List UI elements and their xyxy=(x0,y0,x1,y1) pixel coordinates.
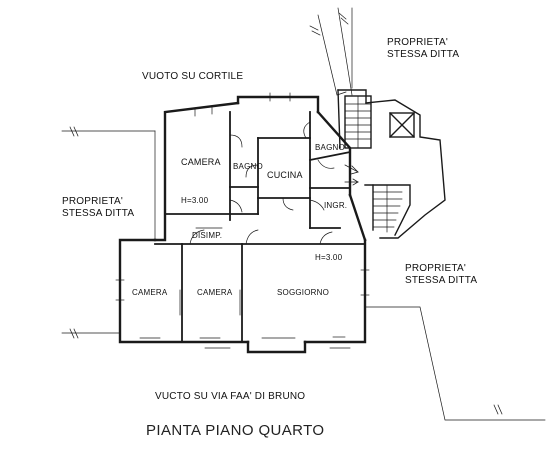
property-label-left: PROPRIETA' STESSA DITTA xyxy=(62,196,134,220)
room-disimpegno: DISIMP. xyxy=(192,231,223,240)
room-bagno: BAGNO xyxy=(315,143,345,152)
plan-title: PIANTA PIANO QUARTO xyxy=(146,422,325,439)
stairwell xyxy=(337,89,446,239)
interior-walls xyxy=(154,111,366,343)
property-label-line: STESSA DITTA xyxy=(387,49,460,60)
courtyard-void-label: VUOTO SU CORTILE xyxy=(142,71,244,82)
room-cucina: CUCINA xyxy=(267,170,303,180)
property-label-line: STESSA DITTA xyxy=(405,275,478,286)
room-camera-mid: CAMERA xyxy=(197,288,233,297)
room-ingresso: INGR. xyxy=(324,201,348,210)
entry-arrows xyxy=(344,164,359,186)
property-label-top-right: PROPRIETA' STESSA DITTA xyxy=(387,37,459,61)
ceiling-height-label: H=3.00 xyxy=(181,196,209,205)
ceiling-height-label: H=3.00 xyxy=(315,253,343,262)
context-lines xyxy=(61,7,546,421)
property-label-line: PROPRIETA' xyxy=(387,37,448,48)
room-camera-left: CAMERA xyxy=(132,288,168,297)
property-label-line: PROPRIETA' xyxy=(405,263,466,274)
street-void-label: VUCTO SU VIA FAA' DI BRUNO xyxy=(155,391,306,402)
room-soggiorno: SOGGIORNO xyxy=(277,288,330,297)
property-label-line: PROPRIETA' xyxy=(62,196,123,207)
room-camera-top: CAMERA xyxy=(181,157,221,167)
stair-treads xyxy=(344,95,403,233)
doors-windows xyxy=(115,92,370,349)
property-label-line: STESSA DITTA xyxy=(62,208,135,219)
property-label-right: PROPRIETA' STESSA DITTA xyxy=(405,263,477,287)
room-bagno-small: BAGNO xyxy=(233,162,263,171)
